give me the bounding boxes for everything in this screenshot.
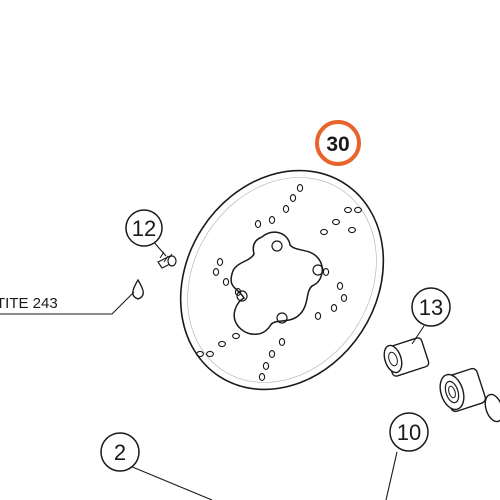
callout-10[interactable]: 10 bbox=[389, 412, 429, 452]
loctite-note: TITE 243 bbox=[0, 295, 58, 312]
callout-13[interactable]: 13 bbox=[411, 287, 451, 327]
screw-part bbox=[157, 251, 177, 269]
callout-30[interactable]: 30 bbox=[315, 120, 361, 166]
svg-text:2: 2 bbox=[114, 440, 126, 465]
disc-holes bbox=[196, 184, 362, 381]
bearing-part bbox=[383, 337, 430, 377]
spacer-part bbox=[484, 393, 500, 423]
svg-text:12: 12 bbox=[132, 216, 156, 241]
disc-center-cutout bbox=[230, 231, 324, 335]
svg-text:30: 30 bbox=[326, 133, 349, 156]
loctite-drop-icon bbox=[132, 278, 144, 300]
svg-text:13: 13 bbox=[419, 295, 443, 320]
callout-2[interactable]: 2 bbox=[100, 432, 140, 472]
callout-12[interactable]: 12 bbox=[125, 209, 163, 247]
svg-text:10: 10 bbox=[397, 420, 421, 445]
brake-disc bbox=[179, 169, 385, 391]
ball-bearing-part bbox=[439, 367, 487, 413]
leader-lines bbox=[0, 239, 425, 500]
